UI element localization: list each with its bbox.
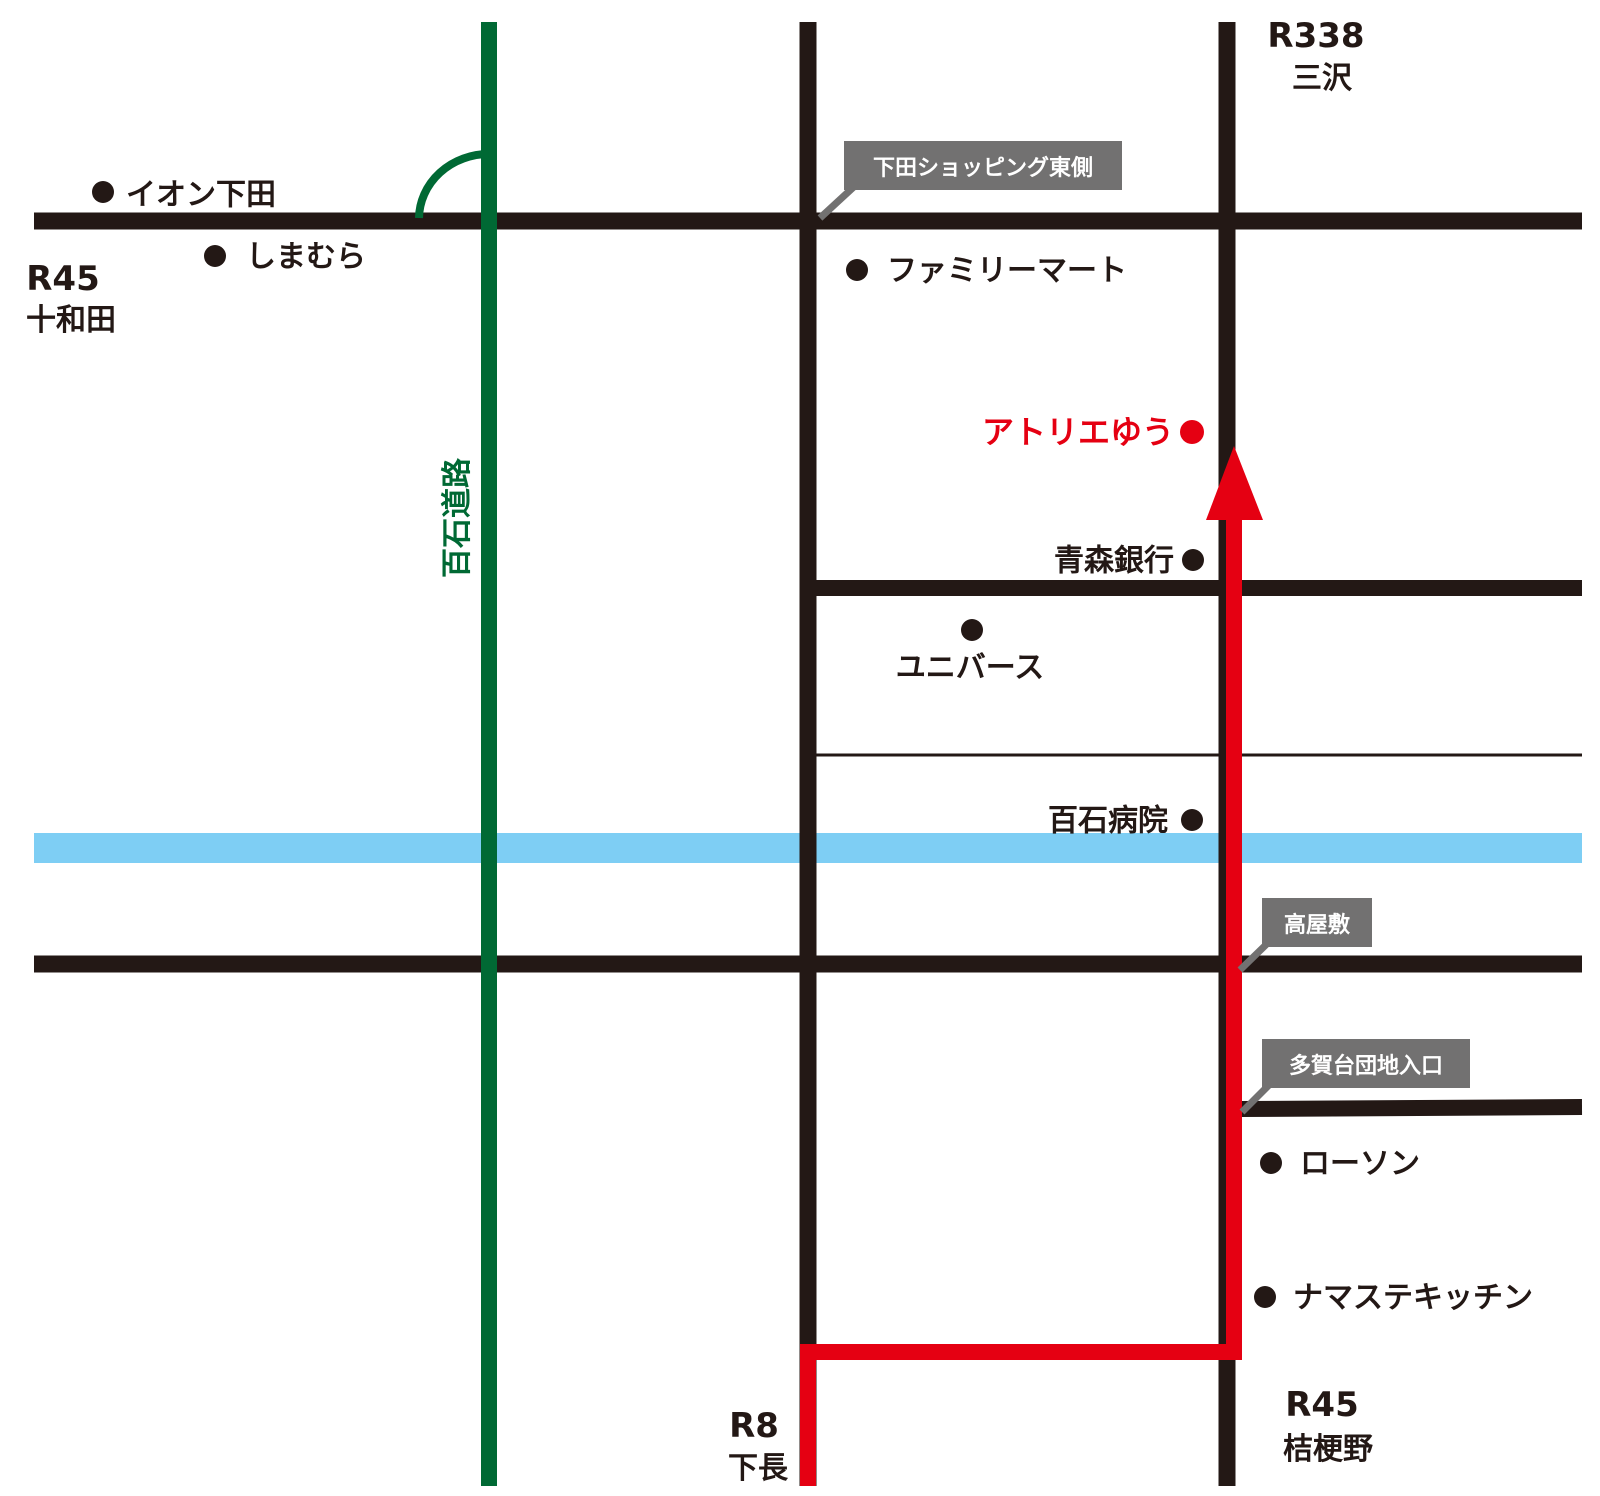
landmark-atelier-yu: アトリエゆう (982, 413, 1204, 451)
destination-dot (1180, 420, 1204, 444)
landmark-dot (1181, 809, 1203, 831)
callout-shimoda-shopping-east: 下田ショッピング東側 (817, 141, 1122, 221)
callout-box (1262, 898, 1372, 947)
landmark-momoishi-hospital: 百石病院 (1048, 804, 1203, 839)
landmark-dot (961, 619, 983, 641)
landmark-aeon: イオン下田 (92, 178, 276, 213)
landmark-label: ユニバース (896, 651, 1045, 686)
momoishi-interchange-ramp (415, 150, 490, 219)
callout-label: 下田ショッピング東側 (873, 155, 1093, 181)
route-arrowhead (1206, 446, 1263, 520)
r8-destination-label: 下長 (728, 1451, 789, 1486)
landmark-dot (92, 181, 114, 203)
road-tagadai (1239, 1099, 1583, 1117)
callout-box (1262, 1039, 1470, 1088)
landmark-dot (846, 259, 868, 281)
landmark-dot (1254, 1286, 1276, 1308)
landmark-dot (204, 245, 226, 267)
destination-label: アトリエゆう (982, 413, 1174, 451)
callout-label: 高屋敷 (1284, 912, 1351, 938)
landmark-shimamura: しまむら (204, 240, 366, 275)
landmark-label: しまむら (246, 240, 366, 275)
landmark-lawson: ローソン (1260, 1147, 1420, 1182)
landmark-aomori-bank: 青森銀行 (1054, 544, 1204, 579)
route-line (800, 510, 1242, 1486)
r338-code-label: R338 (1267, 16, 1364, 56)
landmark-namaste-kitchen: ナマステキッチン (1254, 1281, 1533, 1316)
r45-south-code-label: R45 (1285, 1385, 1359, 1425)
landmark-label: イオン下田 (126, 178, 276, 213)
landmark-label: 青森銀行 (1054, 544, 1174, 579)
r8-code-label: R8 (729, 1406, 779, 1446)
landmark-dot (1182, 549, 1204, 571)
landmark-universe: ユニバース (896, 619, 1045, 686)
callout-label: 多賀台団地入口 (1289, 1053, 1443, 1079)
callout-box (844, 141, 1122, 190)
landmark-familymart: ファミリーマート (846, 254, 1127, 289)
r45-west-destination-label: 十和田 (26, 303, 116, 338)
landmark-label: 百石病院 (1048, 804, 1168, 839)
r45-west-code-label: R45 (26, 259, 100, 299)
callout-tagadai: 多賀台団地入口 (1239, 1039, 1470, 1115)
r45-south-destination-label: 桔梗野 (1283, 1432, 1373, 1467)
momoishi-road-label: 百石道路 (440, 457, 475, 578)
callout-takayashiki: 高屋敷 (1237, 898, 1372, 973)
r338-destination-label: 三沢 (1292, 61, 1353, 96)
landmark-label: ファミリーマート (887, 254, 1127, 289)
landmark-label: ローソン (1300, 1147, 1420, 1182)
landmark-label: ナマステキッチン (1293, 1281, 1533, 1316)
landmark-dot (1260, 1152, 1282, 1174)
